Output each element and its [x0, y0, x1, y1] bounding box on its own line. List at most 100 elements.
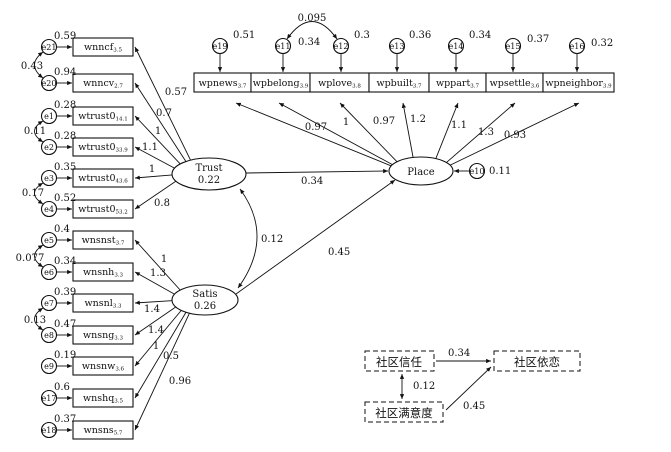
satis-error-label: e17: [42, 394, 57, 403]
trust-loading-label: 1: [155, 126, 161, 137]
place-error-label: e13: [390, 42, 405, 51]
trust-item-r2: 0.35: [54, 162, 76, 173]
place-item-r2: 0.34: [298, 37, 320, 48]
legend-box-satis: [364, 401, 444, 423]
trust-loading-label: 0.8: [154, 198, 170, 209]
place-item-label: wpneighbor3.9: [545, 78, 612, 90]
legend-box-trust: [364, 350, 435, 372]
trust-label: Trust: [195, 163, 222, 174]
latent-trust: Trust 0.22: [171, 157, 247, 191]
satis-item-box: [72, 420, 134, 440]
place-error-circle: [568, 37, 586, 55]
satis-item-r2: 0.4: [54, 224, 70, 235]
cov-e5-e6-label: 0.077: [16, 253, 45, 264]
satis-loading-label: 0.96: [169, 376, 191, 387]
place-error-label: e19: [213, 42, 228, 51]
legend-trust-satis-label: 0.12: [413, 381, 435, 392]
place-loading-label: 0.97: [373, 116, 395, 127]
place-item-label: wpbelong3.9: [253, 78, 309, 90]
place-item-r2: 0.51: [233, 30, 255, 41]
place-item-label: wplove3.8: [318, 78, 361, 90]
trust-item-box: [72, 73, 134, 93]
place-error-label: e11: [276, 42, 291, 51]
place-error-circle: [211, 37, 229, 55]
cov-e3-e4-label: 0.17: [22, 188, 44, 199]
place-error-label: e12: [334, 42, 349, 51]
satis-error-label: e5: [44, 236, 54, 245]
cov-e7-e8-label: 0.13: [24, 315, 46, 326]
trust-error-circle: [40, 138, 58, 156]
trust-item-label: wtrust053.2: [78, 204, 128, 216]
trust-item-box: [72, 168, 134, 188]
trust-error-circle: [40, 38, 58, 56]
satis-item-label: wnshq3.5: [83, 393, 124, 405]
satis-error-circle: [40, 263, 58, 281]
satis-item-label: wnsnw3.6: [82, 361, 125, 373]
trust-item-r2: 0.52: [54, 193, 76, 204]
place-loading-path: [278, 102, 394, 166]
trust-item-label: wnncv2.7: [83, 78, 123, 90]
trust-error-label: e1: [44, 112, 54, 121]
satis-error-circle: [40, 231, 58, 249]
trust-error-label: e21: [42, 43, 57, 52]
satis-error-label: e18: [42, 426, 57, 435]
place-error-circle: [447, 37, 465, 55]
path-trust-place-label: 0.34: [301, 176, 323, 187]
satis-item-r2: 0.34: [54, 256, 76, 267]
place-loading-path: [401, 102, 414, 159]
place-item-r2: 0.36: [409, 30, 431, 41]
satis-item-r2: 0.19: [54, 350, 76, 361]
satis-loading-path: [134, 305, 178, 336]
satis-item-box: [72, 230, 134, 250]
trust-item-label: wnncf3.5: [84, 42, 122, 54]
place-error-label: e15: [506, 42, 521, 51]
satis-error-circle: [40, 294, 58, 312]
trust-loading-path: [134, 46, 192, 162]
trust-error-circle: [40, 74, 58, 92]
place-item-label: wpsettle3.6: [490, 78, 540, 90]
place-loading-path: [339, 102, 399, 163]
place-error-label: e16: [570, 42, 585, 51]
satis-item-box: [72, 356, 134, 376]
cov-e21-e20: [34, 51, 44, 79]
place-item-label: wpnews3.7: [199, 78, 247, 90]
satis-error-label: e7: [44, 299, 54, 308]
satis-loading-label: 1: [161, 254, 167, 265]
path-trust-satis-label: 0.12: [261, 234, 283, 245]
satis-error-label: e6: [44, 268, 54, 277]
place-item-r2: 0.37: [527, 34, 549, 45]
latent-place: Place e10 0.11: [388, 156, 511, 186]
trust-error-circle: [40, 169, 58, 187]
place-item-r2: 0.32: [591, 38, 613, 49]
path-satis-place: [235, 179, 396, 295]
trust-item-box: [72, 199, 134, 219]
trust-loading-label: 0.57: [165, 87, 187, 98]
satis-item-box: [72, 325, 134, 345]
legend-path-satis-place: [445, 366, 492, 411]
legend-box-place: [493, 350, 581, 372]
place-error-circle: [504, 37, 522, 55]
cov-e11-e12: [286, 21, 338, 40]
satis-loading-path: [134, 312, 191, 431]
trust-loading-path: [134, 82, 187, 163]
trust-loading-path: [134, 179, 178, 210]
trust-item-r2: 0.28: [54, 131, 76, 142]
legend-satis-label: 社区满意度: [375, 406, 433, 420]
trust-item-box: [72, 106, 134, 126]
place-error-label: e14: [449, 42, 464, 51]
legend-trust-label: 社区信任: [376, 355, 422, 369]
legend-place-label: 社区依恋: [514, 355, 560, 369]
satis-item-box: [72, 388, 134, 408]
satis-error-circle: [40, 326, 58, 344]
place-loading-label: 1: [343, 117, 349, 128]
cov-e11-e12-label: 0.095: [298, 13, 327, 24]
place-error-label: e10: [470, 167, 485, 176]
trust-item-r2: 0.94: [54, 67, 76, 78]
place-loading-label: 0.97: [305, 122, 327, 133]
place-loading-path: [445, 102, 516, 164]
trust-loading-label: 0.7: [156, 108, 172, 119]
cov-e1-e2-label: 0.11: [24, 126, 46, 137]
place-error-circle: [274, 37, 292, 55]
place-loading-path: [235, 102, 393, 167]
